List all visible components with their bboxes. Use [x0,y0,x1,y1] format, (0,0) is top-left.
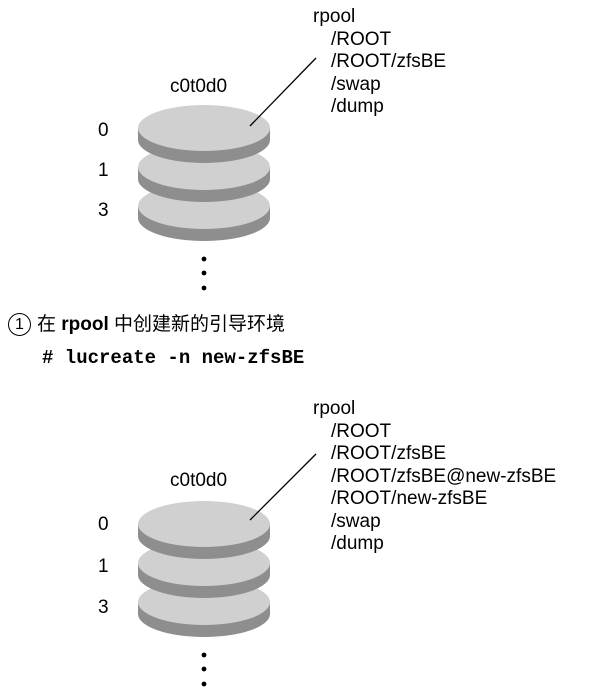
dataset-item: /ROOT [331,420,392,442]
platter-slice-0 [138,105,270,163]
disk-stack-top [138,57,317,291]
disk-label: c0t0d0 [170,470,228,491]
slice-number-0: 0 [98,514,109,535]
slice-number-1: 1 [98,556,109,577]
dataset-item: /swap [331,73,381,95]
dataset-item: /ROOT/zfsBE [331,51,447,72]
ellipsis-dots [201,652,207,687]
step-text-before: 在 [37,314,62,335]
slice-number-3: 3 [98,200,109,221]
pool-name: rpool [313,398,356,419]
dataset-item: /ROOT/zfsBE@new-zfsBE [331,465,557,487]
disk-stack-bottom [138,453,317,687]
step-number-badge: 1 [8,313,31,337]
pointer-line [249,57,317,127]
dataset-item: /ROOT/zfsBE [331,443,447,464]
disk-label: c0t0d0 [170,76,228,97]
dataset-item: /ROOT/new-zfsBE [331,488,488,509]
slice-number-0: 0 [98,120,109,141]
dataset-item: /dump [331,96,384,117]
dataset-item: /ROOT [331,28,392,50]
platter-slice-0 [138,501,270,559]
command-line: # lucreate -n new-zfsBE [42,347,305,369]
slice-number-3: 3 [98,597,109,618]
step-text-pool: rpool [61,314,109,335]
step-text-after: 中创建新的引导环境 [108,314,286,335]
pool-dataset-list: rpool /ROOT /ROOT/zfsBE /ROOT/zfsBE@new-… [313,398,556,556]
pool-name: rpool [313,6,356,27]
pointer-line [249,453,317,521]
ellipsis-dots [201,256,207,291]
pool-dataset-list: rpool /ROOT /ROOT/zfsBE /swap /dump [313,6,446,119]
slice-number-1: 1 [98,160,109,181]
dataset-item: /dump [331,533,384,554]
dataset-item: /swap [331,510,381,532]
